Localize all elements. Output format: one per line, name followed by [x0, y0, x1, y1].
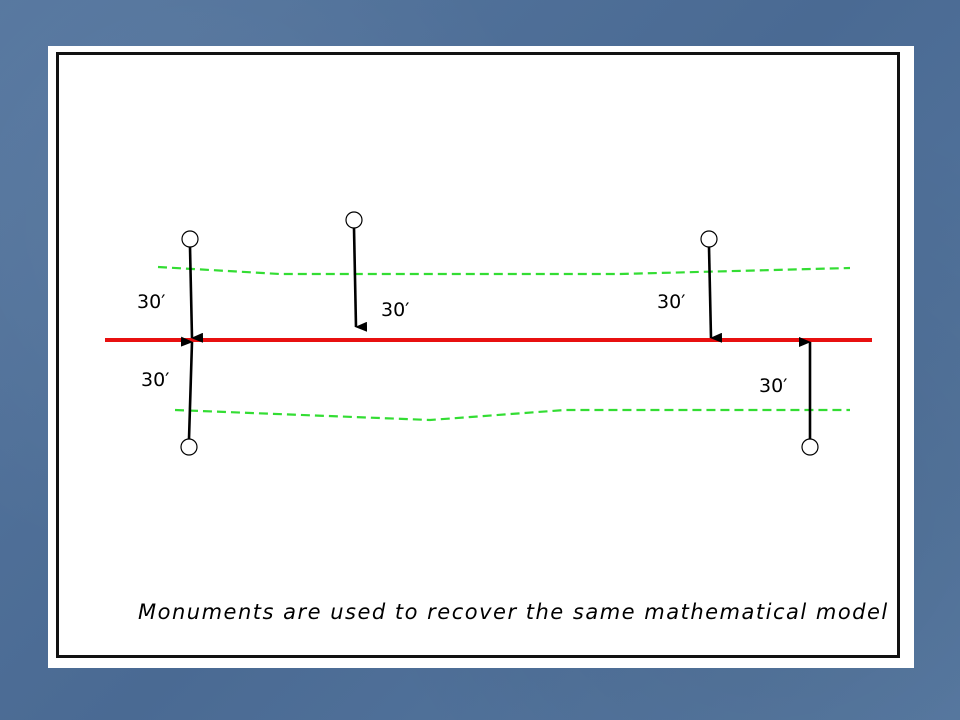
- monument-lower-left: [180, 438, 198, 456]
- dimension-label-lower-right: 30′: [759, 375, 788, 397]
- monument-upper-middle: [345, 211, 363, 229]
- monument-lower-right: [801, 438, 819, 456]
- arrow-upper-right: [707, 246, 723, 343]
- caption: Monuments are used to recover the same m…: [138, 600, 889, 624]
- upper-right-of-way-line: [157, 265, 851, 276]
- dimension-label-upper-middle: 30′: [381, 299, 410, 321]
- drawing-border: [56, 52, 900, 658]
- monument-upper-left: [181, 230, 199, 248]
- arrow-upper-middle: [352, 227, 368, 332]
- dimension-label-upper-right: 30′: [657, 291, 686, 313]
- arrow-upper-left: [188, 246, 204, 343]
- arrow-lower-left: [180, 336, 194, 440]
- dimension-label-upper-left: 30′: [137, 291, 166, 313]
- lower-right-of-way-line: [174, 408, 850, 422]
- dimension-label-lower-left: 30′: [141, 369, 170, 391]
- monument-upper-right: [700, 230, 718, 248]
